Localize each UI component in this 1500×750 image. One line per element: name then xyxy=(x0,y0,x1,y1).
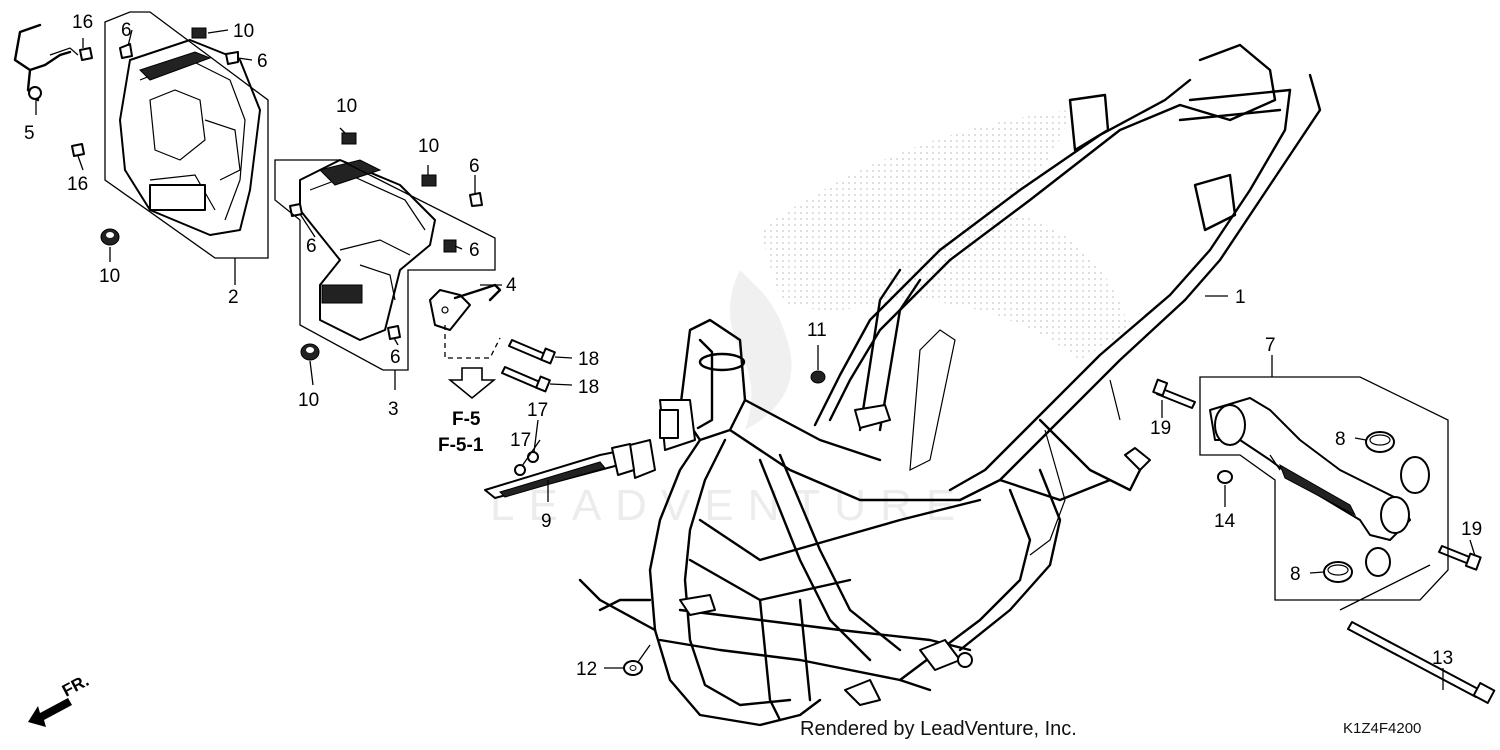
bushing-8-lower[interactable] xyxy=(1323,561,1353,583)
grommet-10-right[interactable] xyxy=(421,174,437,187)
bushing-8-upper[interactable] xyxy=(1365,431,1395,453)
down-arrow-icon xyxy=(447,367,497,400)
callout-19b[interactable]: 19 xyxy=(1461,519,1482,540)
callout-6d[interactable]: 6 xyxy=(469,156,480,177)
callout-6e[interactable]: 6 xyxy=(469,240,480,261)
rendered-by-credit: Rendered by LeadVenture, Inc. xyxy=(800,718,1077,740)
callout-8a[interactable]: 8 xyxy=(1335,429,1346,450)
main-frame-body[interactable] xyxy=(578,43,1322,727)
callout-19a[interactable]: 19 xyxy=(1150,418,1171,439)
front-label: FR. xyxy=(59,671,92,701)
watermark-text: LEADVENTURE xyxy=(490,481,969,530)
nut-14[interactable] xyxy=(1217,470,1233,484)
bolt-18-upper[interactable] xyxy=(508,339,556,365)
screw-17-lower[interactable] xyxy=(514,464,526,476)
grommet-10-top[interactable] xyxy=(191,27,207,39)
callout-labels: 1 2 3 4 5 6 6 6 6 6 6 7 8 8 9 10 10 10 1… xyxy=(24,12,1482,680)
nut-11[interactable] xyxy=(810,370,826,384)
callout-6b[interactable]: 6 xyxy=(257,51,268,72)
clip-6-a[interactable] xyxy=(119,43,133,59)
callout-9[interactable]: 9 xyxy=(541,511,552,532)
callout-6a[interactable]: 6 xyxy=(121,20,132,41)
bolt-13[interactable] xyxy=(1347,621,1496,704)
callout-3[interactable]: 3 xyxy=(388,399,399,420)
reference-arrow[interactable]: F-5 F-5-1 xyxy=(438,367,497,456)
callout-16b[interactable]: 16 xyxy=(67,174,88,195)
stay-part-5[interactable] xyxy=(13,23,79,102)
bolt-18-lower[interactable] xyxy=(501,366,551,393)
grommet-10-mid[interactable] xyxy=(341,132,357,145)
callout-17a[interactable]: 17 xyxy=(527,400,548,421)
bolt-19-left[interactable] xyxy=(1152,378,1196,409)
callout-10e[interactable]: 10 xyxy=(298,390,319,411)
diagram-code: K1Z4F4200 xyxy=(1343,720,1422,737)
callout-6c[interactable]: 6 xyxy=(306,236,317,257)
screw-17-upper[interactable] xyxy=(527,451,539,463)
callout-8b[interactable]: 8 xyxy=(1290,564,1301,585)
callout-5[interactable]: 5 xyxy=(24,123,35,144)
callout-4[interactable]: 4 xyxy=(506,275,517,296)
bolt-19-right[interactable] xyxy=(1438,545,1482,571)
watermark-logo xyxy=(730,110,1130,430)
ref-f5[interactable]: F-5 xyxy=(452,409,481,430)
bracket-part-4[interactable] xyxy=(429,283,502,331)
callout-10c[interactable]: 10 xyxy=(418,136,439,157)
cover-part-9[interactable] xyxy=(484,443,635,499)
callout-16a[interactable]: 16 xyxy=(72,12,93,33)
callout-10d[interactable]: 10 xyxy=(99,266,120,287)
inner-box-part-2[interactable] xyxy=(119,39,261,236)
nut-10-left[interactable] xyxy=(100,228,120,246)
group-boundaries xyxy=(104,11,1449,611)
front-indicator: FR. xyxy=(28,671,92,727)
callout-17b[interactable]: 17 xyxy=(510,430,531,451)
screw-16-mid[interactable] xyxy=(71,143,85,157)
callout-2[interactable]: 2 xyxy=(228,287,239,308)
callout-18b[interactable]: 18 xyxy=(578,377,599,398)
callout-10b[interactable]: 10 xyxy=(336,96,357,117)
screw-16-top[interactable] xyxy=(79,47,93,61)
nut-10-panel[interactable] xyxy=(300,343,320,361)
callout-12[interactable]: 12 xyxy=(576,659,597,680)
front-arrow-icon xyxy=(28,698,72,727)
callout-13[interactable]: 13 xyxy=(1432,648,1453,669)
engine-hanger-part-7[interactable] xyxy=(1209,397,1430,577)
callout-10a[interactable]: 10 xyxy=(233,21,254,42)
callout-7[interactable]: 7 xyxy=(1265,335,1276,356)
inner-panel-part-3[interactable] xyxy=(299,159,436,341)
callout-1[interactable]: 1 xyxy=(1235,287,1246,308)
callout-6f[interactable]: 6 xyxy=(390,347,401,368)
washer-12[interactable] xyxy=(623,660,643,676)
ref-f5-1[interactable]: F-5-1 xyxy=(438,435,484,456)
callout-14[interactable]: 14 xyxy=(1214,511,1236,532)
clip-6-b[interactable] xyxy=(225,51,239,65)
grommet-6-right[interactable] xyxy=(443,239,457,253)
leader-lines xyxy=(35,29,1476,690)
callout-11[interactable]: 11 xyxy=(807,320,827,341)
callout-18a[interactable]: 18 xyxy=(578,349,599,370)
clip-6-d[interactable] xyxy=(469,192,483,207)
clip-6-e[interactable] xyxy=(387,325,401,340)
